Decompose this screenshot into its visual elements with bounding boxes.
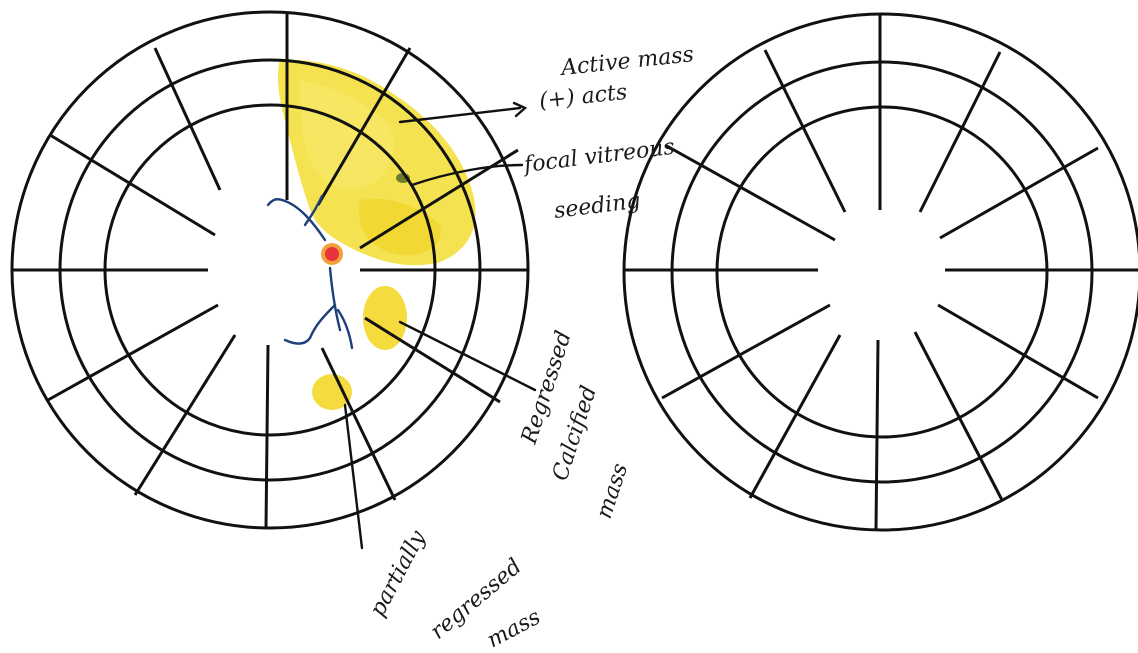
left-fundus-chart <box>12 12 535 548</box>
annotation-partially-regressed-mass: partially regressed mass <box>365 526 545 653</box>
annotation-active-mass-line-2: (+) acts <box>538 80 628 114</box>
right-clock-spokes <box>624 14 1138 530</box>
right-fundus-chart <box>624 14 1138 530</box>
annotation-regressed-calcified-mass: Regressed Calcified mass <box>517 328 634 522</box>
annotation-partially-line-3: mass <box>483 605 545 653</box>
annotation-active-mass: Active mass (+) acts <box>538 42 695 114</box>
annotation-active-mass-line-1: Active mass <box>558 42 695 81</box>
optic-disc <box>321 243 343 265</box>
annotation-focal-vitreous-line-1: focal vitreous <box>521 135 676 179</box>
annotation-regressed-line-3: mass <box>592 460 633 522</box>
annotation-partially-line-1: partially <box>365 526 431 621</box>
left-clock-spokes <box>12 12 528 528</box>
annotation-focal-vitreous-seeding: focal vitreous seeding <box>521 135 676 224</box>
